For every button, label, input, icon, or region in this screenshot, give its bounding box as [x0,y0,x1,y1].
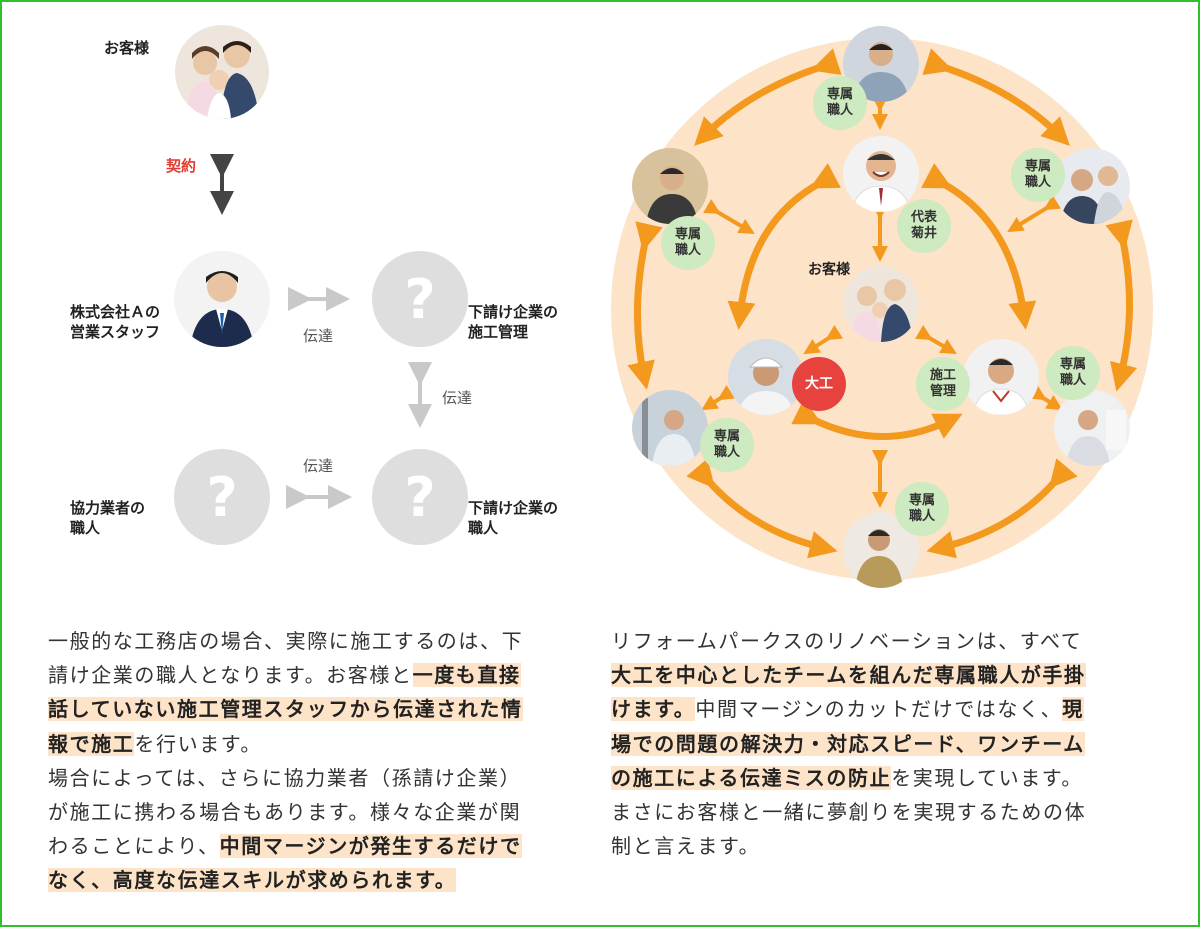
text-line: 制と言えます。 [611,829,1156,863]
reform-parks-paragraph: リフォームパークスのリノベーションは、すべて 大工を中心としたチームを組んだ専属… [611,624,1156,863]
relay-label-right: 伝達 [442,389,473,407]
text-line: 大工を中心としたチームを組んだ専属職人が手掛 [611,658,1156,692]
text-segment: を実現しています。 [891,765,1084,790]
highlight-segment: 場での問題の解決力・対応スピード、ワンチーム [611,731,1085,756]
carpenter-photo [728,339,804,415]
worker-photo-upper-left [632,148,708,224]
partner-worker-label: 協力業者の 職人 [70,498,145,538]
badge-exclusive-top: 専属 職人 [813,76,867,130]
text-line: 一般的な工務店の場合、実際に施工するのは、下 [48,624,588,658]
highlight-segment: けます。 [611,697,696,722]
left-diagram-arrows [210,154,432,509]
highlight-segment: 中間マージンが発生するだけで [219,834,522,859]
text-line: が施工に携わる場合もあります。様々な企業が関 [48,795,588,829]
text-line: まさにお客様と一緒に夢創りを実現するための体 [611,795,1156,829]
partner-worker-label-line2: 職人 [70,519,101,537]
sub-worker-label: 下請け企業の 職人 [468,498,558,538]
text-line: リフォームパークスのリノベーションは、すべて [611,624,1156,658]
outer-arrow-bottom-left [686,458,838,559]
worker-photo-bottom [843,512,919,588]
highlight-segment: 大工を中心としたチームを組んだ専属職人が手掛 [611,663,1086,688]
outer-arrow-left [627,221,663,390]
inner-arrow-right [921,163,1037,330]
text-segment: 一般的な工務店の場合、実際に施工するのは、下 [48,629,524,653]
badge-exclusive-upper-right: 専属 職人 [1011,148,1065,202]
text-line: 場合によっては、さらに協力業者（孫請け企業） [48,761,588,795]
inner-arrow-left [727,163,841,330]
partner-worker-unknown-circle: ? [174,449,270,545]
customer-label: お客様 [104,39,150,57]
partner-worker-label-line1: 協力業者の [70,499,146,517]
relay-label-top: 伝達 [303,327,334,345]
contract-label: 契約 [166,157,197,175]
highlight-segment: の施工による伝達ミスの防止 [611,765,892,790]
highlight-segment: 一度も直接 [412,663,521,688]
sales-staff-photo [174,251,270,347]
customer-label-right: お客様 [808,262,850,278]
badge-exclusive-lower-left: 専属 職人 [700,418,754,472]
inner-arrow-bottom [791,399,963,440]
text-segment: を行います。 [134,731,263,756]
outer-arrow-bottom-right [926,458,1078,559]
team-arrows [627,48,1138,559]
highlight-segment: なく、高度な伝達スキルが求められます。 [48,868,457,893]
badge-carpenter: 大工 [792,357,846,411]
text-line: わることにより、中間マージンが発生するだけで [48,829,588,863]
worker-photo-upper-right [1054,148,1130,224]
customer-family-photo-right [843,266,919,342]
text-segment: まさにお客様と一緒に夢創りを実現するための体 [611,800,1087,825]
president-photo [843,136,919,212]
text-line: なく、高度な伝達スキルが求められます。 [48,863,588,897]
outer-arrow-top-left [694,48,842,146]
manager-photo [963,339,1039,415]
worker-photo-lower-right [1054,390,1130,466]
sub-management-label: 下請け企業の 施工管理 [468,302,558,342]
text-segment: 制と言えます。 [611,834,761,859]
unknown-mark: ? [404,267,436,331]
text-segment: リフォームパークスのリノベーションは、すべて [611,629,1083,653]
outer-arrow-right [1105,219,1138,392]
unknown-mark: ? [206,465,238,529]
badge-exclusive-bottom: 専属 職人 [895,482,949,536]
text-segment: が施工に携わる場合もあります。様々な企業が関 [48,800,522,825]
text-line: 話していない施工管理スタッフから伝達された情 [48,692,588,726]
text-segment: 中間マージンのカットだけではなく、 [695,697,1063,722]
sub-management-label-line2: 施工管理 [468,323,529,341]
sub-management-unknown-circle: ? [372,251,468,347]
text-line: 請け企業の職人となります。お客様と一度も直接 [48,658,588,692]
highlight-segment: 報で施工 [48,731,135,756]
text-line: の施工による伝達ミスの防止を実現しています。 [611,761,1156,795]
unknown-mark: ? [404,465,436,529]
text-line: 場での問題の解決力・対応スピード、ワンチーム [611,727,1156,761]
relay-label-bottom: 伝達 [303,457,334,475]
badge-president: 代表 菊井 [897,199,951,253]
text-segment: 請け企業の職人となります。お客様と [48,663,413,688]
badge-exclusive-upper-left: 専属 職人 [661,216,715,270]
highlight-segment: 現 [1062,697,1084,722]
sub-worker-unknown-circle: ? [372,449,468,545]
worker-photo-lower-left [632,390,708,466]
sales-staff-label-line1: 株式会社Ａの [70,303,161,321]
sub-worker-label-line2: 職人 [468,519,499,537]
highlight-segment: 話していない施工管理スタッフから伝達された情 [48,697,523,722]
customer-family-photo [175,25,269,119]
outer-arrow-top-right [922,48,1070,146]
badge-exclusive-right: 専属 職人 [1046,346,1100,400]
sales-staff-label-line2: 営業スタッフ [70,323,161,341]
general-builder-paragraph: 一般的な工務店の場合、実際に施工するのは、下 請け企業の職人となります。お客様と… [48,624,588,898]
badge-manager: 施工 管理 [916,357,970,411]
text-line: けます。中間マージンのカットだけではなく、現 [611,692,1156,726]
sub-management-label-line1: 下請け企業の [468,303,559,321]
text-line: 報で施工を行います。 [48,727,588,761]
worker-photo-top [843,26,919,102]
sub-worker-label-line1: 下請け企業の [468,499,559,517]
text-segment: わることにより、 [48,834,220,859]
sales-staff-label: 株式会社Ａの 営業スタッフ [70,302,160,342]
text-segment: 場合によっては、さらに協力業者（孫請け企業） [48,765,522,790]
